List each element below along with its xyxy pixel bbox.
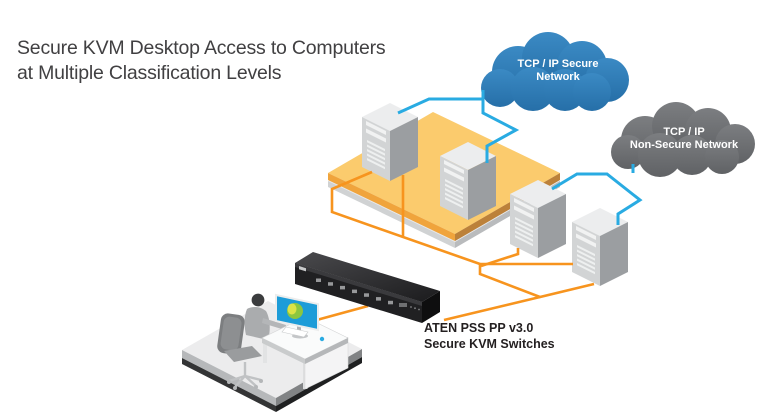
secure-lan-links: [397, 90, 643, 225]
server-non-secure-2: [572, 208, 628, 286]
office-chair: [217, 313, 263, 390]
non-secure-cloud-label: TCP / IP Non-Secure Network: [616, 126, 752, 152]
kvm-port: [399, 303, 407, 307]
server-secure-1: [362, 103, 418, 181]
non-secure-network-cloud: [611, 102, 755, 177]
server-non-secure-1: [510, 180, 566, 258]
kvm-switch: [295, 252, 440, 323]
kvm-switch-label-line1: ATEN PSS PP v3.0: [424, 321, 534, 335]
secure-network-cloud: [481, 32, 629, 111]
console-workstation: [217, 293, 349, 390]
non-secure-cloud-label-line1: TCP / IP: [663, 126, 705, 138]
non-secure-cloud-label-line2: Non-Secure Network: [629, 139, 739, 151]
chair-seat: [224, 346, 262, 362]
kvm-front-buttons: [316, 278, 393, 305]
secure-cloud-label-line2: Network: [536, 71, 580, 83]
kvm-switch-label: ATEN PSS PP v3.0 Secure KVM Switches: [424, 320, 555, 352]
page-title: Secure KVM Desktop Access to Computers a…: [17, 36, 386, 86]
desk-item: [319, 336, 325, 342]
operator-head: [251, 293, 265, 307]
operator: [244, 293, 286, 340]
secure-cloud-label-line1: TCP / IP Secure: [517, 58, 599, 70]
desk: [261, 316, 349, 390]
chair-base: [228, 362, 262, 388]
kvm-logo: [299, 266, 306, 272]
secure-cloud-label: TCP / IP Secure Network: [492, 58, 624, 84]
kvm-switch-label-line2: Secure KVM Switches: [424, 337, 555, 351]
kvm-links: [290, 170, 595, 329]
page-title-line2: at Multiple Classification Levels: [17, 62, 282, 84]
page-title-line1: Secure KVM Desktop Access to Computers: [17, 37, 386, 59]
keyboard: [281, 326, 309, 338]
